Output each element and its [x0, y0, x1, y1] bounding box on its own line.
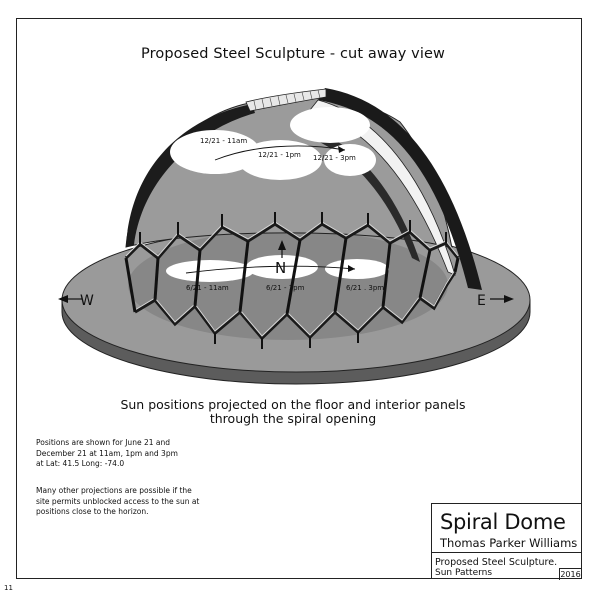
floor-inner — [128, 230, 448, 340]
title-block-subject: Sun Patterns — [435, 568, 493, 578]
sun-label-dec-3pm: 12/21 - 3pm — [313, 154, 356, 162]
june-sun-path-arrow — [185, 265, 356, 274]
notes-paragraph-1: Positions are shown for June 21 and Dece… — [36, 438, 178, 470]
drawing-title: Proposed Steel Sculpture - cut away view — [141, 46, 445, 62]
dome-left-edge — [126, 104, 255, 247]
notes-line: December 21 at 11am, 1pm and 3pm — [36, 448, 178, 458]
notes-line: at Lat: 41.5 Long: -74.0 — [36, 459, 125, 468]
notes-line: positions close to the horizon. — [36, 507, 149, 516]
frame-short-posts — [139, 212, 447, 349]
page-number: 11 — [4, 584, 13, 592]
dome-right-band — [318, 88, 482, 290]
sun-label-jun-11am: 6/21 - 11am — [186, 284, 229, 292]
north-arrow-icon — [278, 240, 286, 250]
west-arrow-icon — [58, 295, 68, 303]
december-sun-path-arrow — [214, 145, 346, 161]
notes-line: Many other projections are possible if t… — [36, 486, 192, 495]
frame-posts — [124, 237, 460, 315]
sun-label-dec-11am: 12/21 - 11am — [200, 137, 247, 145]
title-block-name: Spiral Dome — [440, 510, 566, 534]
compass-north: N — [275, 259, 286, 277]
compass-west: W — [80, 293, 94, 309]
compass-east: E — [477, 293, 486, 309]
zigzag-frame-highlights — [125, 221, 459, 337]
december-light-patches — [170, 107, 376, 180]
title-block-description: Proposed Steel Sculpture. — [435, 557, 558, 568]
notes-line: site permits unblocked access to the sun… — [36, 496, 200, 506]
sun-label-jun-3pm: 6/21 . 3pm — [346, 284, 384, 292]
title-block: Spiral Dome Thomas Parker Williams Propo… — [431, 503, 582, 580]
title-block-year: 2016 — [559, 568, 581, 580]
notes-paragraph-2: Many other projections are possible if t… — [36, 486, 199, 518]
title-block-author: Thomas Parker Williams — [440, 536, 578, 550]
notes-line: Positions are shown for June 21 and — [36, 438, 170, 447]
sun-label-jun-1pm: 6/21 - 1pm — [266, 284, 305, 292]
drawing-sheet-border — [16, 18, 582, 579]
sun-label-dec-1pm: 12/21 - 1pm — [258, 151, 301, 159]
title-block-divider — [432, 552, 581, 553]
top-ribbed-rim — [245, 88, 327, 112]
east-arrow-icon — [504, 295, 514, 303]
caption-line-1: Sun positions projected on the floor and… — [120, 397, 466, 412]
caption-line-2: through the spiral opening — [209, 411, 377, 426]
